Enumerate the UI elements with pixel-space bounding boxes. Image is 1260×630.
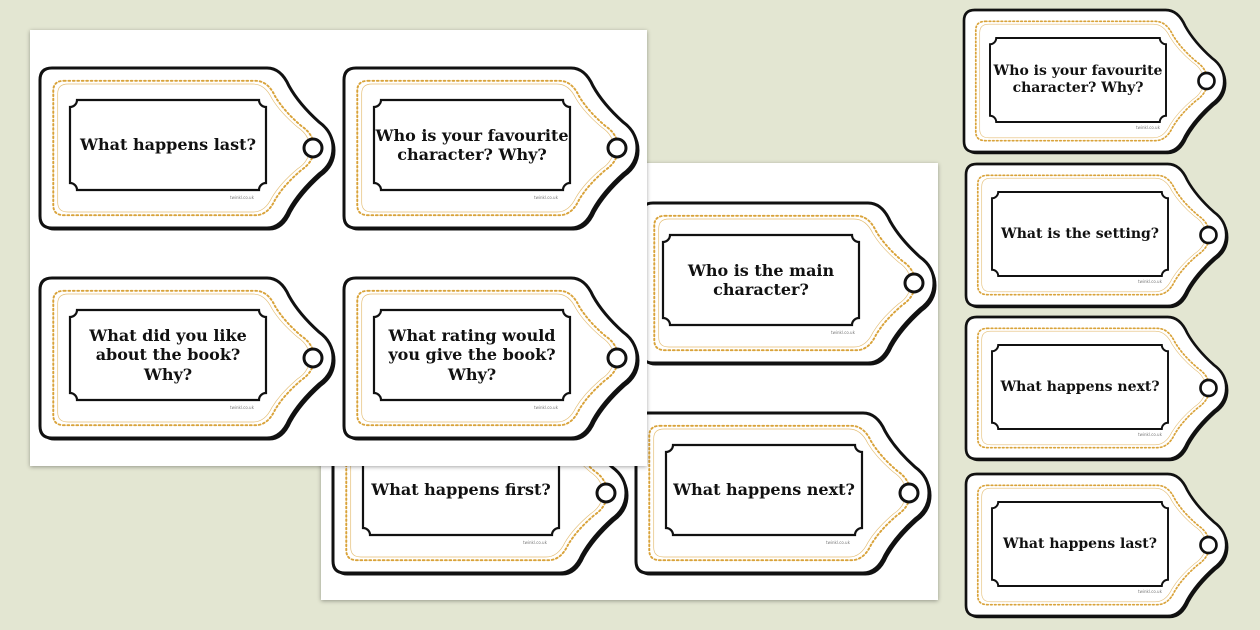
gift-tag: What happens last? twinkl.co.uk (964, 472, 1229, 619)
string-hole-icon (595, 482, 617, 504)
tag-watermark: twinkl.co.uk (230, 405, 254, 410)
tag-label-box (991, 344, 1169, 430)
tag-watermark: twinkl.co.uk (523, 540, 547, 545)
vine-border-icon (653, 214, 917, 352)
string-hole-icon (1197, 71, 1216, 91)
tag-label-box (372, 98, 572, 192)
string-hole-icon (302, 347, 324, 369)
string-hole-icon (302, 137, 324, 159)
tag-watermark: twinkl.co.uk (1138, 432, 1162, 437)
vine-border-icon (976, 484, 1211, 606)
vine-border-icon (648, 424, 912, 562)
tag-outline-graphic (38, 66, 336, 231)
tag-label-box (991, 191, 1169, 277)
vine-border-icon (356, 289, 620, 427)
tag-question: What happens first? (371, 480, 551, 500)
tag-question: What rating would you give the book? Why… (388, 326, 556, 384)
string-hole-icon (1199, 378, 1218, 398)
gift-tag: Who is your favourite character? Why? tw… (962, 8, 1227, 155)
tag-watermark: twinkl.co.uk (1136, 125, 1160, 130)
tag-outline-graphic (964, 315, 1229, 462)
vine-border-icon (976, 327, 1211, 449)
tag-outline-graphic (38, 276, 336, 441)
tag-question: What happens next? (1000, 378, 1160, 395)
tag-question: What happens next? (673, 480, 855, 500)
gift-tag: Who is your favourite character? Why? tw… (342, 66, 640, 231)
tag-label-box (68, 308, 268, 402)
gift-tag: What happens last? twinkl.co.uk (38, 66, 336, 231)
tag-watermark: twinkl.co.uk (826, 540, 850, 545)
tag-watermark: twinkl.co.uk (831, 330, 855, 335)
tag-watermark: twinkl.co.uk (1138, 589, 1162, 594)
tag-label-box (664, 443, 864, 537)
gift-tag: What is the setting? twinkl.co.uk (964, 162, 1229, 309)
tag-question: What did you like about the book? Why? (89, 326, 247, 384)
tag-label-box (372, 308, 572, 402)
vine-border-icon (356, 79, 620, 217)
gift-tag: What happens next? twinkl.co.uk (964, 315, 1229, 462)
tag-watermark: twinkl.co.uk (534, 405, 558, 410)
tag-outline-graphic (342, 66, 640, 231)
tag-question: What is the setting? (1000, 225, 1160, 242)
tag-outline-graphic (964, 472, 1229, 619)
tag-label-box (991, 501, 1169, 587)
tag-question: Who is your favourite character? Why? (375, 125, 569, 164)
tag-label-box (68, 98, 268, 192)
string-hole-icon (1199, 535, 1218, 555)
vine-border-icon (974, 20, 1209, 142)
tag-question: What happens last? (80, 135, 256, 155)
tag-question: What happens last? (1003, 535, 1157, 552)
string-hole-icon (1199, 225, 1218, 245)
tag-question: Who is the main character? (687, 260, 835, 299)
tag-watermark: twinkl.co.uk (534, 195, 558, 200)
vine-border-icon (52, 289, 316, 427)
tag-question: Who is your favourite character? Why? (993, 63, 1163, 96)
gift-tag: What rating would you give the book? Why… (342, 276, 640, 441)
tag-watermark: twinkl.co.uk (1138, 279, 1162, 284)
string-hole-icon (606, 137, 628, 159)
tag-label-box (661, 233, 861, 327)
tag-outline-graphic (639, 201, 937, 366)
gift-tag: Who is the main character? twinkl.co.uk (639, 201, 937, 366)
worksheet-front: What happens last? twinkl.co.uk Who is y… (30, 30, 647, 466)
vine-border-icon (52, 79, 316, 217)
tag-outline-graphic (634, 411, 932, 576)
tag-label-box (989, 37, 1167, 123)
string-hole-icon (606, 347, 628, 369)
tag-watermark: twinkl.co.uk (230, 195, 254, 200)
tag-outline-graphic (964, 162, 1229, 309)
gift-tag: What happens next? twinkl.co.uk (634, 411, 932, 576)
tag-outline-graphic (342, 276, 640, 441)
string-hole-icon (898, 482, 920, 504)
vine-border-icon (976, 174, 1211, 296)
gift-tag: What did you like about the book? Why? t… (38, 276, 336, 441)
tag-outline-graphic (962, 8, 1227, 155)
string-hole-icon (903, 272, 925, 294)
